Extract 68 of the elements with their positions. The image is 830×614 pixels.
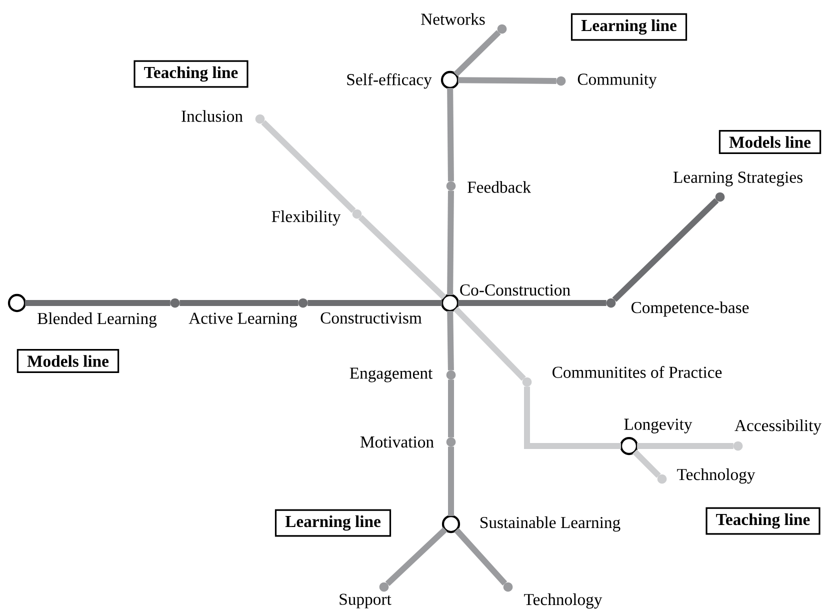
line-segment bbox=[358, 215, 446, 300]
node-label: Networks bbox=[421, 13, 485, 25]
line-segment bbox=[448, 446, 454, 516]
station: Technology bbox=[503, 582, 602, 609]
node-label: Constructivism bbox=[320, 312, 422, 324]
node-label: Self-efficacy bbox=[347, 73, 432, 89]
node-label: Accessibility bbox=[734, 419, 822, 435]
node-label: Flexibility bbox=[272, 210, 341, 226]
interchange-station: Sustainable Learning bbox=[442, 514, 620, 534]
node-label: Technology bbox=[524, 593, 602, 609]
node-label: Engagement bbox=[350, 368, 433, 382]
line-segment bbox=[458, 300, 606, 306]
node-label: Competence-base bbox=[631, 301, 749, 317]
line-segment bbox=[637, 443, 734, 449]
line-segment bbox=[458, 77, 556, 84]
station: Feedback bbox=[446, 181, 531, 193]
line-segment bbox=[385, 527, 448, 586]
line-name-box: Teaching line bbox=[134, 60, 248, 88]
node-label: Co-Construction bbox=[460, 284, 570, 296]
line-segment bbox=[25, 300, 170, 306]
line-segment bbox=[524, 386, 621, 449]
station: Active Learning bbox=[170, 298, 298, 328]
interchange-station: Co-Construction bbox=[440, 284, 570, 312]
interchange-station: Longevity bbox=[620, 418, 692, 456]
line-name-box: Learning line bbox=[570, 13, 688, 41]
station: Community bbox=[556, 74, 657, 88]
station: Technology bbox=[657, 468, 756, 484]
line-name-box: Teaching line bbox=[706, 507, 820, 535]
station: Accessibility bbox=[733, 419, 822, 451]
station: Learning Strategies bbox=[673, 172, 802, 202]
node-label: Blended Learning bbox=[38, 312, 157, 328]
line-segment bbox=[453, 306, 526, 381]
line-segment bbox=[261, 120, 356, 213]
node-label: Sustainable Learning bbox=[480, 516, 620, 532]
node-label: Learning Strategies bbox=[673, 172, 802, 186]
line-segment bbox=[448, 380, 454, 438]
line-segment bbox=[447, 88, 454, 182]
line-segment bbox=[454, 30, 501, 77]
line-segment bbox=[308, 300, 442, 306]
station: Communitites of Practice bbox=[522, 366, 722, 387]
interchange-station: Self-efficacy bbox=[347, 70, 460, 90]
line-segment bbox=[180, 300, 298, 306]
station: Engagement bbox=[350, 368, 456, 382]
line-segment bbox=[632, 450, 661, 478]
node-label: Longevity bbox=[624, 418, 692, 434]
station: Support bbox=[340, 582, 392, 608]
node-label: Support bbox=[340, 594, 392, 608]
node-label: Active Learning bbox=[188, 312, 298, 328]
station: Constructivism bbox=[298, 298, 422, 324]
station: Competence-base bbox=[606, 298, 749, 317]
station: Motivation bbox=[360, 436, 456, 448]
node-label: Community bbox=[578, 74, 657, 88]
line-segment bbox=[454, 528, 508, 586]
station: Networks bbox=[421, 13, 507, 34]
node-label: Inclusion bbox=[182, 110, 243, 122]
line-name-box: Models line bbox=[16, 349, 120, 373]
line-segment bbox=[447, 190, 454, 296]
line-name-box: Learning line bbox=[274, 509, 392, 537]
interchange-station: Blended Learning bbox=[8, 294, 157, 328]
node-label: Communitites of Practice bbox=[552, 366, 722, 378]
node-label: Feedback bbox=[468, 181, 531, 193]
station: Inclusion bbox=[182, 110, 265, 124]
line-name-box: Models line bbox=[718, 130, 822, 154]
station: Flexibility bbox=[272, 209, 362, 226]
node-label: Technology bbox=[677, 468, 756, 484]
line-segment bbox=[612, 198, 719, 302]
line-segment bbox=[447, 310, 454, 370]
node-label: Motivation bbox=[360, 436, 434, 448]
